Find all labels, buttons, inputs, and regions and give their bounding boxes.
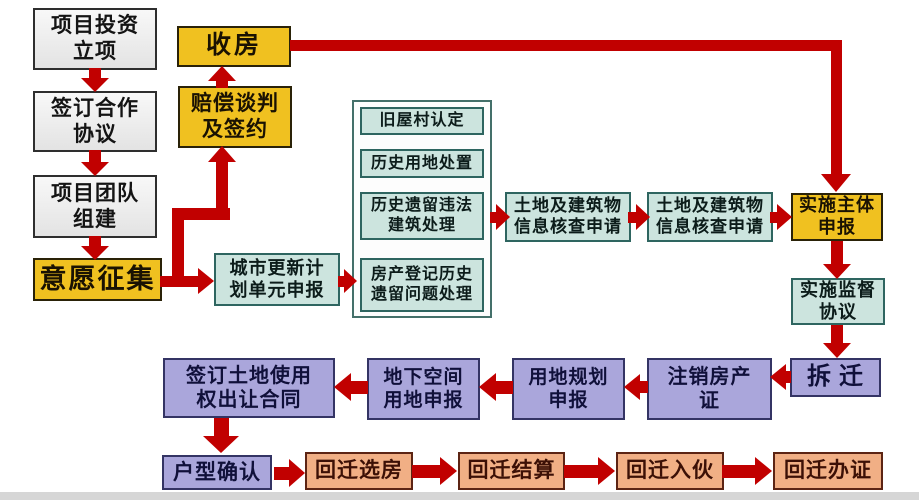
arrow-cancel-to-planning-head <box>624 374 640 400</box>
arrow-invest-to-sign-shaft <box>89 68 101 80</box>
arrow-renewal-to-group-shaft <box>338 276 346 287</box>
arrow-contract-to-unittype-head <box>203 436 239 453</box>
node-label: 历史遗留违法 建筑处理 <box>370 197 473 234</box>
node-label: 回迁选房 <box>315 458 403 483</box>
node-old-village-recognition: 旧屋村认定 <box>360 107 484 135</box>
arrow-demolition-to-cancel-shaft <box>784 371 791 383</box>
node-label: 户型确认 <box>173 459 261 484</box>
image-bottom-border <box>0 492 919 500</box>
node-label: 注销房产 证 <box>667 365 752 412</box>
node-compensation-negotiation: 赔偿谈判 及签约 <box>178 86 292 148</box>
node-label: 拆 迁 <box>807 363 864 390</box>
arrow-sign-to-team-head <box>81 162 109 176</box>
arrow-selection-to-settlement-shaft <box>412 465 442 478</box>
node-label: 回迁入伙 <box>626 458 714 483</box>
arrow-compensation-to-takeover-shaft <box>216 79 228 88</box>
arrow-demolition-to-cancel-head <box>770 364 786 390</box>
arrow-occupancy-to-certificate-head <box>755 457 772 485</box>
node-land-info-check-1: 土地及建筑物 信息核查申请 <box>505 192 631 242</box>
arrow-supervision-to-demolition-shaft <box>831 325 843 344</box>
arrow-group-to-check1-shaft <box>490 212 498 223</box>
arrow-check1-to-check2-head <box>636 204 650 230</box>
node-label: 实施监督 协议 <box>800 279 876 322</box>
node-label: 回迁办证 <box>784 458 872 483</box>
node-label: 城市更新计 划单元申报 <box>229 257 325 300</box>
node-intention-collection: 意愿征集 <box>33 258 162 301</box>
node-implementation-subject-application: 实施主体 申报 <box>791 193 883 241</box>
node-project-investment: 项目投资 立项 <box>33 8 157 70</box>
node-label: 用地规划 申报 <box>528 366 609 411</box>
node-label: 地下空间 用地申报 <box>383 366 464 411</box>
node-moveback-occupancy: 回迁入伙 <box>616 452 724 490</box>
node-label: 回迁结算 <box>467 458 556 483</box>
arrow-underground-to-contract-shaft <box>349 381 368 394</box>
arrow-planning-to-underground-head <box>479 373 496 401</box>
arrow-branch-up-seg2 <box>172 208 230 220</box>
node-label: 土地及建筑物 信息核查申请 <box>514 196 622 236</box>
arrow-intention-to-renewal-head <box>198 268 214 294</box>
arrow-branch-up-seg3 <box>216 162 228 218</box>
arrow-branch-up-seg1 <box>172 214 184 280</box>
node-label: 收房 <box>205 32 262 60</box>
arrow-team-to-intention-head <box>81 246 109 260</box>
node-cancel-property-certificate: 注销房产 证 <box>647 358 772 420</box>
arrow-sign-to-team-shaft <box>89 150 101 163</box>
node-illegal-building-handling: 历史遗留违法 建筑处理 <box>360 192 484 240</box>
node-land-planning-application: 用地规划 申报 <box>512 358 625 420</box>
node-label: 旧屋村认定 <box>379 112 465 130</box>
node-label: 意愿征集 <box>39 264 156 295</box>
arrow-branch-up-head <box>208 146 236 162</box>
arrow-takeover-to-subject-head <box>821 174 851 192</box>
node-label: 历史用地处置 <box>370 154 473 172</box>
arrow-settlement-to-occupancy-head <box>598 457 615 485</box>
node-land-transfer-contract: 签订土地使用 权出让合同 <box>163 358 335 418</box>
node-implementation-supervision-agreement: 实施监督 协议 <box>791 278 885 325</box>
node-property-registration-issues: 房产登记历史 遗留问题处理 <box>360 258 484 312</box>
node-moveback-house-selection: 回迁选房 <box>305 452 413 490</box>
node-land-info-check-2: 土地及建筑物 信息核查申请 <box>647 192 773 242</box>
node-underground-space-application: 地下空间 用地申报 <box>367 358 480 420</box>
node-label: 项目投资 立项 <box>51 13 139 63</box>
node-unit-type-confirmation: 户型确认 <box>162 455 272 490</box>
node-label: 房产登记历史 遗留问题处理 <box>370 266 473 303</box>
node-label: 签订土地使用 权出让合同 <box>186 364 312 411</box>
arrow-subject-to-supervision-head <box>823 264 851 279</box>
arrow-renewal-to-group-head <box>344 269 357 293</box>
arrow-selection-to-settlement-head <box>440 457 457 485</box>
node-house-takeover: 收房 <box>177 26 291 67</box>
node-label: 赔偿谈判 及签约 <box>191 91 279 141</box>
node-sign-cooperation: 签订合作 协议 <box>33 91 157 152</box>
node-renewal-unit-application: 城市更新计 划单元申报 <box>214 253 340 306</box>
node-label: 签订合作 协议 <box>51 95 139 146</box>
arrow-takeover-to-subject-hline <box>290 40 842 51</box>
arrow-intention-to-renewal-shaft <box>160 276 200 287</box>
arrow-subject-to-supervision-shaft <box>831 241 843 265</box>
node-team-formation: 项目团队 组建 <box>33 175 157 238</box>
arrow-check2-to-subject-head <box>777 204 792 230</box>
arrow-settlement-to-occupancy-shaft <box>564 465 600 478</box>
node-label: 项目团队 组建 <box>51 180 139 231</box>
node-moveback-certificate: 回迁办证 <box>773 452 883 490</box>
arrow-check2-to-subject-shaft <box>770 212 779 223</box>
arrow-invest-to-sign-head <box>81 78 109 92</box>
arrow-occupancy-to-certificate-shaft <box>722 465 757 478</box>
arrow-unittype-to-selection-head <box>289 459 305 487</box>
node-demolition: 拆 迁 <box>790 358 881 397</box>
node-label: 土地及建筑物 信息核查申请 <box>656 196 764 236</box>
arrow-contract-to-unittype-shaft <box>214 418 229 438</box>
arrow-supervision-to-demolition-head <box>823 343 851 358</box>
node-historical-land-disposal: 历史用地处置 <box>360 149 484 178</box>
arrow-compensation-to-takeover-head <box>208 66 236 81</box>
arrow-check1-to-check2-shaft <box>628 212 638 223</box>
arrow-takeover-to-subject-vline <box>831 40 842 175</box>
arrow-team-to-intention-shaft <box>89 236 101 247</box>
arrow-group-to-check1-head <box>496 204 510 230</box>
node-label: 实施主体 申报 <box>799 195 875 237</box>
arrow-cancel-to-planning-shaft <box>638 381 648 393</box>
arrow-unittype-to-selection-shaft <box>274 467 291 480</box>
arrow-planning-to-underground-shaft <box>494 381 513 394</box>
node-moveback-settlement: 回迁结算 <box>458 452 565 490</box>
arrow-underground-to-contract-head <box>334 373 351 401</box>
